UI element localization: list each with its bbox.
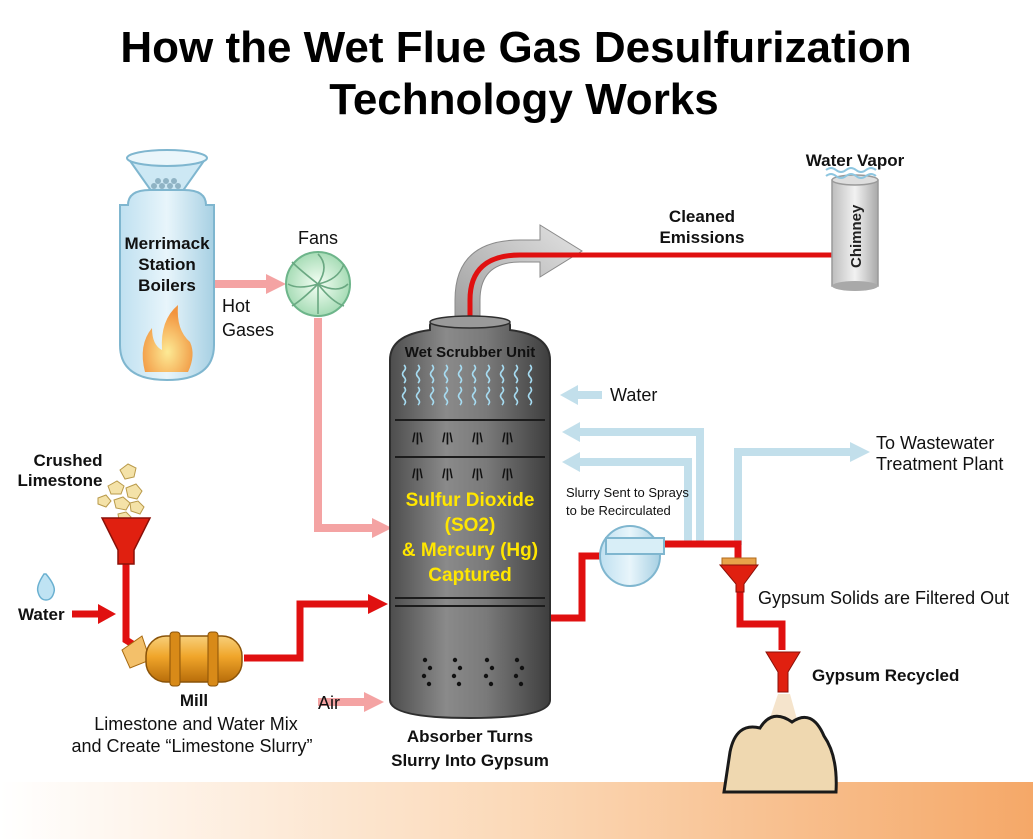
- water-vapor-icon: [825, 167, 877, 179]
- svg-text:/|\: /|\: [412, 466, 423, 481]
- spray-nozzles-icon: /|\ /|\ /|\ /|\ /|\ /|\ /|\ /|\: [412, 430, 513, 481]
- recirculation-lines: [574, 391, 852, 545]
- svg-text:/|\: /|\: [472, 430, 483, 445]
- spray-return-arrowhead-1: [562, 422, 580, 442]
- water-droplet-icon: [36, 573, 56, 601]
- pump-icon: [599, 525, 665, 587]
- scrubber-label: Wet Scrubber Unit: [405, 344, 536, 361]
- fans-label: Fans: [298, 228, 338, 248]
- mill-icon: [121, 631, 243, 687]
- title-line-1: How the Wet Flue Gas Desulfurization: [120, 23, 911, 72]
- slurry-sprays-label-2: to be Recirculated: [566, 503, 671, 518]
- cleaned-emissions-line: [467, 252, 832, 332]
- spray-return-arrowhead-2: [562, 452, 580, 472]
- limestone-rocks-icon: [97, 463, 145, 523]
- exhaust-arrow: [454, 224, 583, 333]
- captured-label-1: Sulfur Dioxide: [406, 490, 535, 511]
- svg-text:/|\: /|\: [502, 466, 513, 481]
- limestone-label-1: Crushed: [34, 451, 103, 470]
- svg-text:/|\: /|\: [442, 466, 453, 481]
- absorber-label-1: Absorber Turns: [407, 727, 533, 746]
- limestone-hopper-icon: [100, 517, 152, 565]
- fan-icon: [285, 251, 351, 317]
- absorber-label-2: Slurry Into Gypsum: [391, 751, 549, 770]
- boiler-label-1: Merrimack: [124, 234, 210, 253]
- hot-gases-label-2: Gases: [222, 320, 274, 340]
- captured-label-3: & Mercury (Hg): [402, 540, 538, 561]
- hot-gas-arrowhead: [266, 274, 286, 294]
- svg-text:/|\: /|\: [472, 466, 483, 481]
- gypsum-recycled-label: Gypsum Recycled: [812, 666, 959, 685]
- gas-inlet-arrowhead: [372, 518, 392, 538]
- captured-label-2: (SO2): [445, 515, 496, 536]
- bubbles-icon: [421, 657, 525, 687]
- flame-icon: [142, 305, 193, 372]
- gypsum-pile-icon: [722, 714, 838, 794]
- cleaned-label-1: Cleaned: [669, 207, 735, 226]
- wastewater-label-2: Treatment Plant: [876, 454, 1003, 474]
- wastewater-arrowhead: [850, 442, 870, 462]
- mill-desc-2: and Create “Limestone Slurry”: [71, 736, 312, 756]
- wet-scrubber-unit: /|\ /|\ /|\ /|\ /|\ /|\ /|\ /|\ Wet Scrubber U…: [389, 315, 551, 720]
- air-arrowhead: [364, 692, 384, 712]
- slurry-inlet-arrowhead: [368, 594, 388, 614]
- floor-band: [0, 782, 1033, 839]
- mill-desc-1: Limestone and Water Mix: [94, 714, 297, 734]
- wastewater-label-1: To Wastewater: [876, 433, 994, 453]
- mill-title: Mill: [180, 691, 208, 710]
- slurry-sprays-label-1: Slurry Sent to Sprays: [566, 485, 689, 500]
- svg-text:/|\: /|\: [502, 430, 513, 445]
- water-right-label: Water: [610, 385, 657, 405]
- limestone-label-2: Limestone: [17, 471, 102, 490]
- water-vapor-label: Water Vapor: [806, 151, 905, 170]
- boiler: Merrimack Station Boilers: [119, 149, 215, 382]
- water-spray-icon: [401, 364, 533, 406]
- boiler-label-2: Station: [138, 255, 196, 274]
- title-line-2: Technology Works: [329, 75, 719, 124]
- water-in-arrowhead: [560, 385, 578, 405]
- chimney: Chimney: [831, 174, 879, 291]
- gypsum-filtered-label: Gypsum Solids are Filtered Out: [758, 588, 1009, 608]
- svg-text:/|\: /|\: [442, 430, 453, 445]
- water-left-label: Water: [18, 605, 65, 624]
- hot-gas-line: [213, 280, 378, 706]
- water-left-arrowhead: [98, 604, 116, 624]
- cleaned-label-2: Emissions: [659, 228, 744, 247]
- captured-label-4: Captured: [428, 565, 511, 586]
- air-label: Air: [318, 693, 340, 713]
- svg-text:/|\: /|\: [412, 430, 423, 445]
- boiler-label-3: Boilers: [138, 276, 196, 295]
- gypsum-filter-icon: [718, 557, 759, 593]
- chimney-label: Chimney: [848, 204, 865, 268]
- hot-gases-label-1: Hot: [222, 296, 250, 316]
